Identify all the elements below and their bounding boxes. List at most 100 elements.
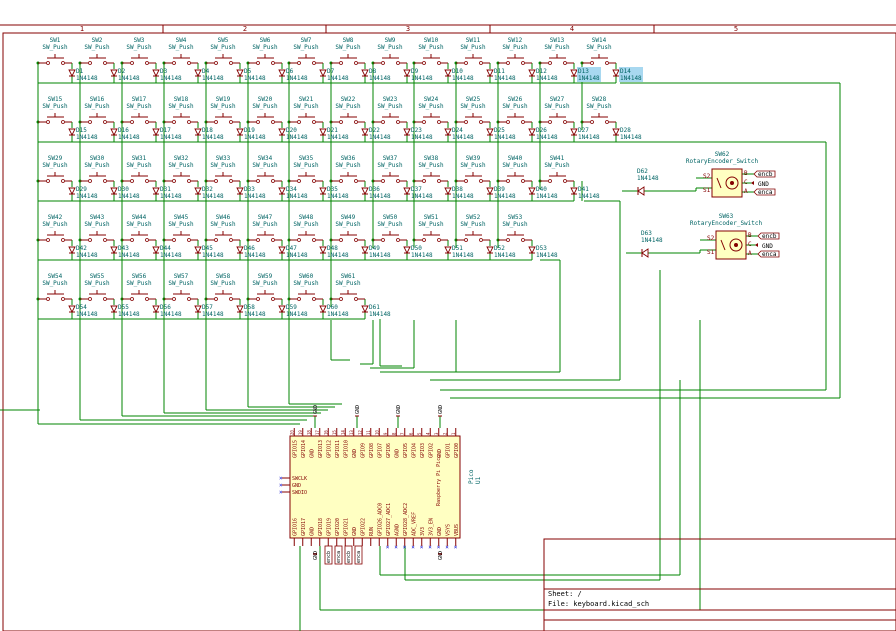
diode-ref: D47 <box>286 245 297 252</box>
diode-body <box>152 246 160 255</box>
switch-contact <box>103 179 107 183</box>
diode-ref: D55 <box>118 304 129 311</box>
diode-value: 1N4148 <box>369 252 391 259</box>
encoder-body <box>715 230 747 260</box>
border-column-number: 4 <box>570 25 574 33</box>
switch-contact <box>145 297 149 301</box>
diode-body <box>110 128 118 137</box>
encoder-knob <box>729 238 743 252</box>
switch-contact <box>256 297 260 301</box>
switch-value: SW_Push <box>418 221 444 228</box>
switch-value: SW_Push <box>502 162 528 169</box>
diode-body <box>486 187 494 196</box>
switch-ref: SW48 <box>299 214 314 221</box>
switch-value: SW_Push <box>252 280 278 287</box>
switch-contact <box>422 179 426 183</box>
diode-ref: D50 <box>411 245 422 252</box>
switch-contact <box>130 179 134 183</box>
diode-ref: D53 <box>536 245 547 252</box>
switch-contact <box>256 238 260 242</box>
switch-value: SW_Push <box>168 44 194 51</box>
diode-body <box>68 128 76 137</box>
switch-contact <box>187 120 191 124</box>
switch-ref: SW31 <box>132 155 147 162</box>
diode-ref: D33 <box>244 186 255 193</box>
pico-pin-label: GPIO14 <box>301 440 307 458</box>
diode-value: 1N4148 <box>76 252 98 259</box>
pico-pin-label: GND <box>394 449 400 458</box>
global-label <box>344 545 353 565</box>
selection-highlight <box>577 67 601 82</box>
diode-ref: D13 <box>578 68 589 75</box>
switch-contact <box>187 179 191 183</box>
pico-pin-label: GPIO1 <box>445 443 451 458</box>
switch-ref: SW23 <box>383 96 398 103</box>
pico-pin-label: GPIO9 <box>360 443 366 458</box>
switch-ref: SW34 <box>258 155 273 162</box>
switch-contact <box>548 61 552 65</box>
diode-body <box>528 128 536 137</box>
diode-body <box>444 128 452 137</box>
switch-contact <box>354 297 358 301</box>
diode-body <box>152 305 160 314</box>
switch-ref: SW37 <box>383 155 398 162</box>
diode-ref: D7 <box>327 68 335 75</box>
switch-contact <box>88 297 92 301</box>
switch-value: SW_Push <box>502 221 528 228</box>
no-connect-marker: × <box>411 544 415 551</box>
diode-value: 1N4148 <box>244 193 266 200</box>
diode-value: 1N4148 <box>327 311 349 318</box>
switch-contact <box>256 120 260 124</box>
pico-pin-number: 18 <box>306 430 311 435</box>
pico-pin-label: GPIO26_ADC0 <box>377 503 383 536</box>
switch-contact <box>381 179 385 183</box>
encoder-pin-label: S1 <box>707 249 715 256</box>
sheet-name: Sheet: / <box>548 590 582 598</box>
pico-pin-label: GPIO18 <box>318 518 324 536</box>
diode-body <box>361 128 369 137</box>
switch-value: SW_Push <box>252 44 278 51</box>
switch-contact <box>187 61 191 65</box>
diode-body <box>152 69 160 78</box>
diode-ref: D62 <box>637 168 648 175</box>
diode-ref: D40 <box>536 186 547 193</box>
switch-contact <box>46 61 50 65</box>
switch-value: SW_Push <box>460 44 486 51</box>
switch-ref: SW57 <box>174 273 189 280</box>
diode-body <box>361 69 369 78</box>
encoder-pin-label: A <box>748 250 752 257</box>
encoder-switch <box>720 239 726 251</box>
encoder-body <box>711 168 743 198</box>
switch-value: SW_Push <box>252 221 278 228</box>
pico-pin-label: GPIO21 <box>343 518 349 536</box>
switch-contact <box>130 61 134 65</box>
switch-value: SW_Push <box>168 221 194 228</box>
switch-value: SW_Push <box>335 280 361 287</box>
diode-value: 1N4148 <box>244 75 266 82</box>
switch-value: SW_Push <box>126 103 152 110</box>
pico-pin-number: 9 <box>383 432 388 435</box>
no-connect-marker: × <box>279 489 283 496</box>
switch-contact <box>422 61 426 65</box>
switch-contact <box>61 61 65 65</box>
switch-value: SW_Push <box>377 44 403 51</box>
diode-ref: D45 <box>202 245 213 252</box>
switch-ref: SW51 <box>424 214 439 221</box>
switch-value: SW_Push <box>168 280 194 287</box>
pico-pin-number: 5 <box>417 432 422 435</box>
switch-ref: SW35 <box>299 155 314 162</box>
switch-value: SW_Push <box>84 221 110 228</box>
diode-value: 1N4148 <box>118 193 140 200</box>
switch-contact <box>312 179 316 183</box>
diode-value: 1N4148 <box>641 237 663 244</box>
switch-ref: SW30 <box>90 155 105 162</box>
